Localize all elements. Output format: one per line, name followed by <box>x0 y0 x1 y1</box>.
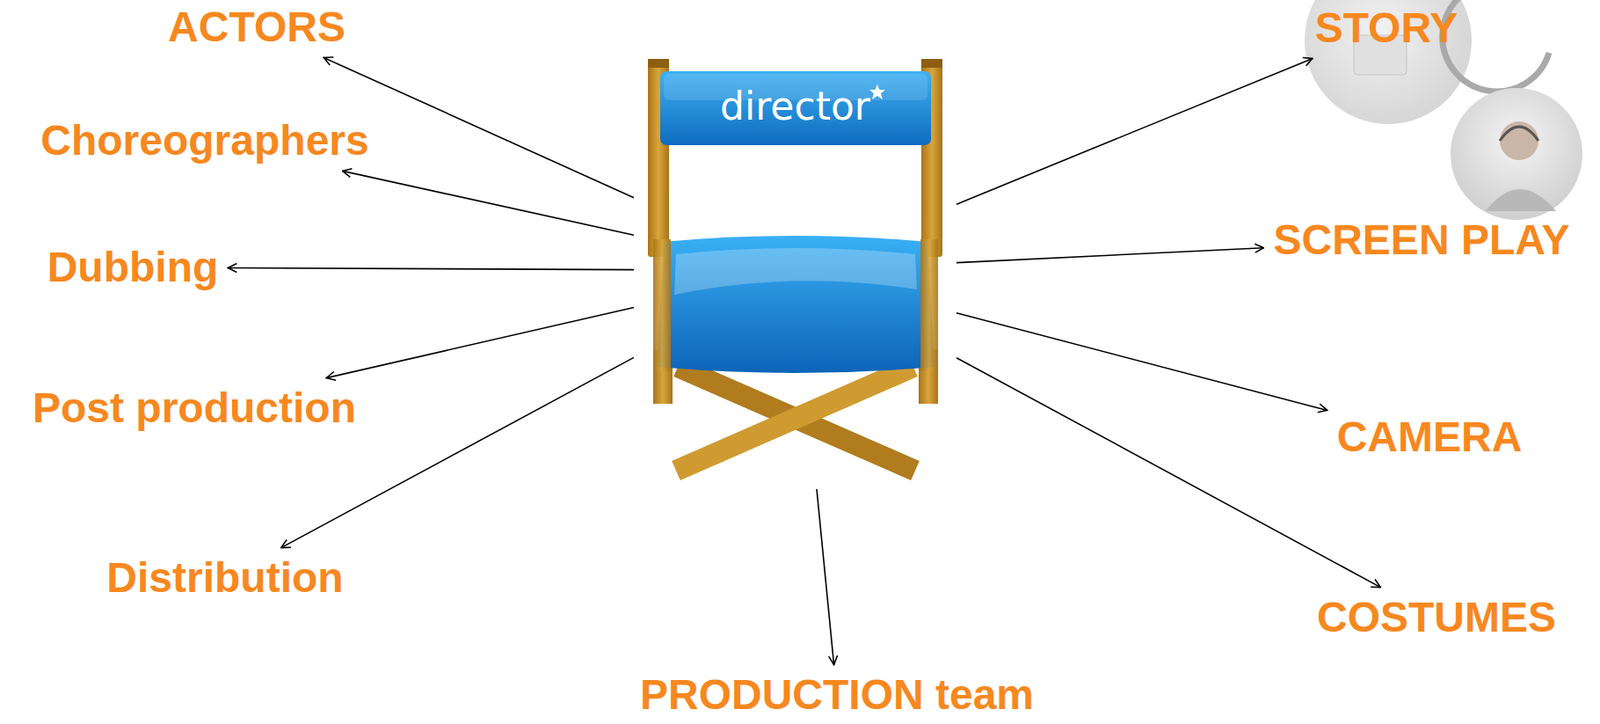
role-text: SCREEN PLAY <box>1271 217 1573 264</box>
arrow-connector <box>816 488 835 665</box>
role-text: STORY <box>1312 5 1462 52</box>
arrow-connector <box>227 268 634 270</box>
role-text: ACTORS <box>165 4 349 51</box>
role-label: Distribution <box>103 554 346 602</box>
role-label: Dubbing <box>44 244 222 291</box>
arrow-connector <box>956 247 1265 263</box>
arrow-connector <box>956 58 1313 204</box>
role-label: CAMERA <box>1334 414 1526 461</box>
photo-circle <box>1450 87 1583 220</box>
role-label: ACTORS <box>165 4 349 51</box>
role-label: Choreographers <box>37 117 371 165</box>
photo-person-body <box>1485 189 1557 211</box>
role-text: Distribution <box>103 554 346 602</box>
photo-headset <box>1499 126 1539 141</box>
role-label: PRODUCTION team <box>637 671 1037 719</box>
role-text: Post production <box>29 385 359 432</box>
role-text: Dubbing <box>44 244 222 291</box>
role-text: COSTUMES <box>1314 594 1559 641</box>
photo-ring <box>1442 0 1550 92</box>
role-text: PRODUCTION team <box>637 671 1037 719</box>
chair-node: director <box>640 58 950 482</box>
arrow-connector <box>342 170 634 235</box>
arrow-connector <box>326 307 634 379</box>
role-label: SCREEN PLAY <box>1271 217 1573 264</box>
photo-person-head <box>1499 121 1539 160</box>
chair-title: director <box>640 84 950 129</box>
role-text: Choreographers <box>37 117 371 165</box>
role-label: STORY <box>1312 5 1462 52</box>
role-text: CAMERA <box>1334 414 1526 461</box>
role-label: Post production <box>29 385 359 432</box>
role-label: COSTUMES <box>1314 594 1559 641</box>
arrow-connector <box>956 312 1328 411</box>
arrow-connector <box>956 357 1381 588</box>
